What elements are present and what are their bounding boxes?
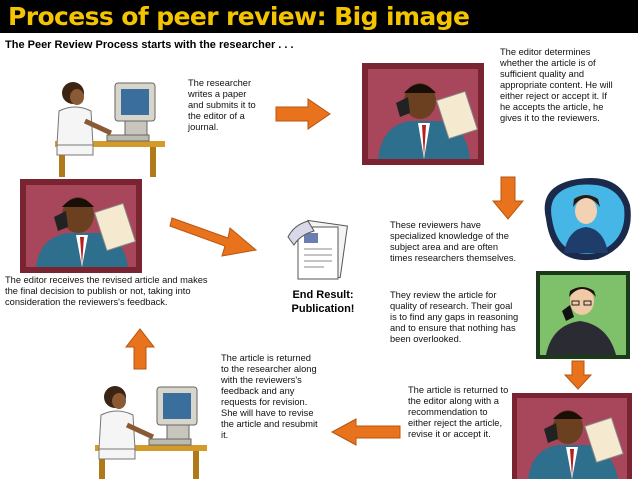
arrow-up-icon <box>124 327 156 371</box>
step-returned-to-editor: The article is returned to the editor al… <box>408 385 512 440</box>
researcher-at-computer-illustration <box>45 63 165 178</box>
editor-on-phone-illustration <box>20 179 142 273</box>
process-heading: The Peer Review Process starts with the … <box>5 39 294 51</box>
step-editor-determines: The editor determines whether the articl… <box>500 47 618 124</box>
arrow-right-icon <box>274 97 332 131</box>
step-returned-to-researcher: The article is returned to the researche… <box>221 353 321 441</box>
slide-body: The Peer Review Process starts with the … <box>0 33 638 479</box>
reviewer-man-illustration <box>536 271 630 359</box>
end-result-label: End Result: Publication! <box>280 288 366 316</box>
title-bar: Process of peer review: Big image <box>0 0 638 33</box>
publication-document-icon <box>284 217 354 285</box>
arrow-down-icon <box>491 175 525 221</box>
step-editor-final: The editor receives the revised article … <box>5 275 220 308</box>
step-reviewers-knowledge: These reviewers have specialized knowled… <box>390 220 520 264</box>
step-researcher-writes: The researcher writes a paper and submit… <box>188 78 264 133</box>
reviewer-woman-illustration <box>538 175 634 263</box>
arrow-down-icon <box>563 359 593 391</box>
step-reviewers-review: They review the article for quality of r… <box>390 290 520 345</box>
arrow-left-icon <box>330 417 402 447</box>
researcher-at-computer-illustration <box>85 369 210 479</box>
arrow-right-icon <box>168 206 260 258</box>
editor-on-phone-illustration <box>362 63 484 165</box>
editor-on-phone-illustration <box>512 393 632 479</box>
slide-title: Process of peer review: Big image <box>8 0 469 33</box>
